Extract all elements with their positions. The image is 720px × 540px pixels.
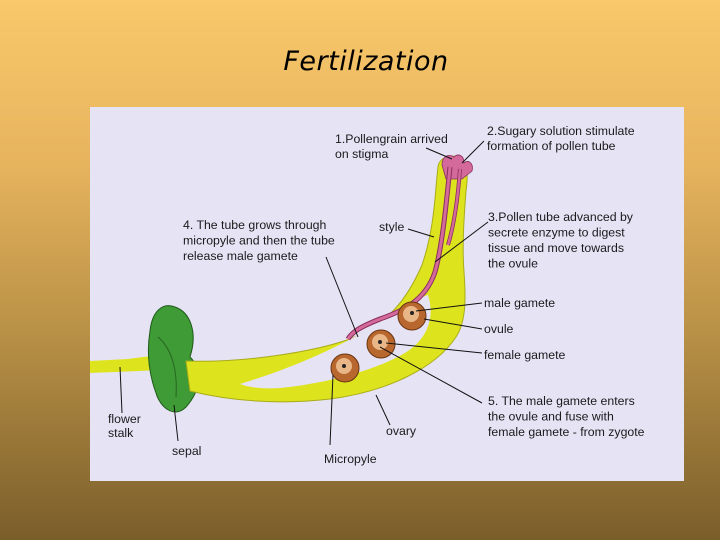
ovule-bottom <box>330 353 360 383</box>
label-sepal: sepal <box>172 444 201 458</box>
leader-style <box>407 228 435 238</box>
leader-step4 <box>325 256 359 338</box>
stigma <box>441 154 473 180</box>
label-step3: 3.Pollen tube advanced by secrete enzyme… <box>488 210 636 271</box>
leader-ovule <box>423 318 483 330</box>
pollen-tube-inner <box>346 166 452 340</box>
leader-step5 <box>379 346 483 404</box>
label-step4: 4. The tube grows through micropyle and … <box>183 218 338 263</box>
diagram-canvas: 1.Pollengrain arrived on stigma 2.Sugary… <box>90 124 645 466</box>
label-step1: 1.Pollengrain arrived on stigma <box>335 132 451 161</box>
pollen-tube-2-inner <box>446 168 462 246</box>
leader-step2 <box>461 140 485 164</box>
leader-micropyle <box>329 374 334 446</box>
slide-title: Fertilization <box>283 46 449 77</box>
label-ovary: ovary <box>386 424 417 438</box>
label-flower-stalk: flower stalk <box>108 412 144 440</box>
leader-flower-stalk <box>119 366 123 414</box>
label-step2: 2.Sugary solution stimulate formation of… <box>487 124 638 153</box>
label-ovule: ovule <box>484 322 514 336</box>
leader-female-gamete <box>385 342 483 354</box>
label-step5: 5. The male gamete enters the ovule and … <box>488 394 645 439</box>
label-micropyle: Micropyle <box>324 452 377 466</box>
leader-ovary <box>375 394 391 426</box>
leader-male-gamete <box>415 302 483 312</box>
leader-sepal <box>173 404 179 442</box>
label-female-gamete: female gamete <box>484 348 566 362</box>
leader-step1 <box>425 147 453 160</box>
ovule-top <box>397 301 427 331</box>
sepal <box>147 305 199 413</box>
flower-stalk <box>90 356 162 373</box>
label-style: style <box>379 220 404 234</box>
label-male-gamete: male gamete <box>484 296 555 310</box>
fertilization-diagram: 1.Pollengrain arrived on stigma 2.Sugary… <box>90 107 684 481</box>
sepal-vein <box>157 336 177 398</box>
leader-step3 <box>434 221 489 263</box>
